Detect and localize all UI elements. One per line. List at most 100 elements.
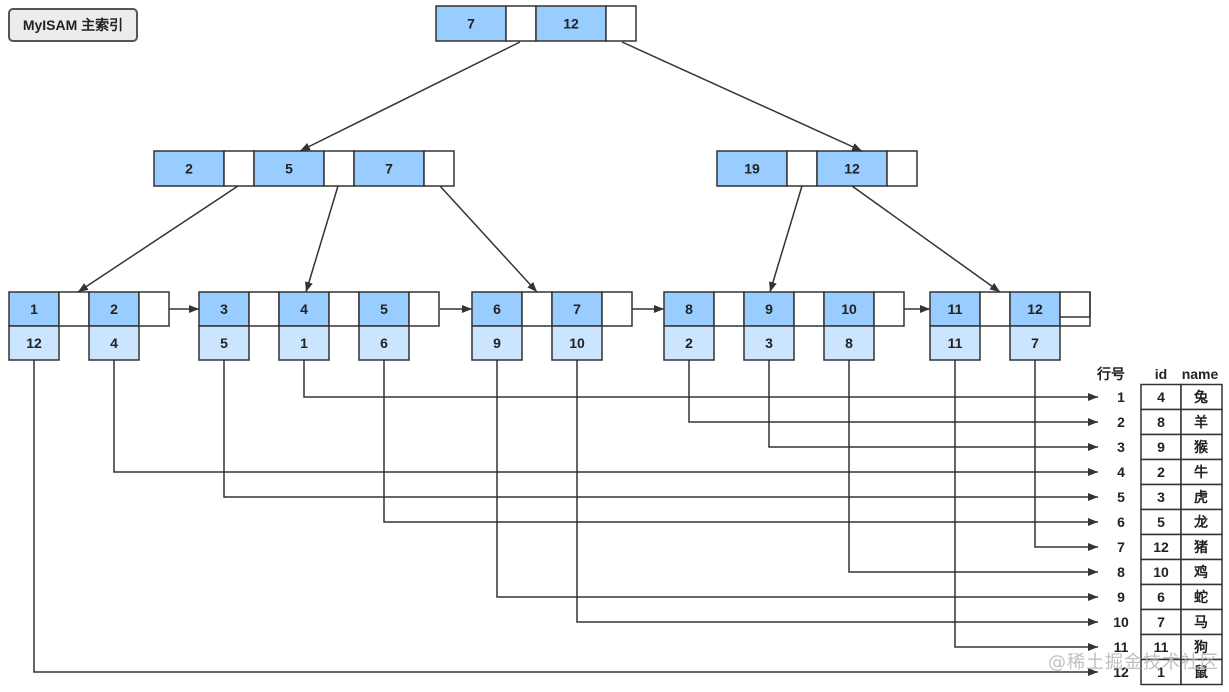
- leaf-row-cell: [198, 325, 250, 361]
- leaf-pointer-cell: [408, 291, 440, 327]
- internal-node-right-pointer-cell: [886, 150, 918, 187]
- leaf-pointer-cell: [979, 291, 1011, 327]
- row-number-label: 5: [1117, 489, 1125, 505]
- table-name-label: 狗: [1194, 639, 1208, 655]
- tree-arrow: [299, 41, 521, 152]
- leaf-row-label: 10: [569, 335, 585, 351]
- leaf-row-cell: [663, 325, 715, 361]
- leaf-pointer-cell: [793, 291, 825, 327]
- row-number-header: 行号: [1096, 366, 1125, 382]
- table-name-label: 马: [1194, 614, 1208, 630]
- internal-node-right-key-label: 19: [744, 161, 760, 177]
- root-node-key-label: 7: [467, 16, 475, 32]
- tree-arrow: [769, 185, 803, 293]
- leaf-row-label: 3: [765, 335, 773, 351]
- leaf-pointer-cell: [328, 291, 360, 327]
- table-name-label: 羊: [1194, 414, 1208, 430]
- leaf-key-label: 7: [573, 301, 581, 317]
- table-name-cell: [1180, 433, 1223, 461]
- leaf-key-label: 1: [30, 301, 38, 317]
- table-id-label: 10: [1153, 564, 1169, 580]
- table-id-label: 6: [1157, 589, 1165, 605]
- table-id-label: 3: [1157, 489, 1165, 505]
- root-node-pointer-cell: [505, 5, 537, 42]
- table-name-cell: [1180, 383, 1223, 411]
- table-name-label: 兔: [1193, 389, 1208, 405]
- row-number-label: 2: [1117, 414, 1125, 430]
- table-id-label: 5: [1157, 514, 1165, 530]
- row-number-label: 7: [1117, 539, 1125, 555]
- name-column-header: name: [1182, 366, 1219, 382]
- leaf-key-cell: [743, 291, 795, 327]
- leaf-key-cell: [198, 291, 250, 327]
- table-name-label: 鸡: [1193, 564, 1208, 580]
- leaf-pointer-cell: [601, 291, 633, 327]
- row-number-label: 11: [1114, 639, 1129, 655]
- internal-node-right-key-cell: [816, 150, 888, 187]
- row-number-label: 3: [1117, 439, 1125, 455]
- leaf-row-cell: [551, 325, 603, 361]
- table-id-cell: [1140, 508, 1182, 536]
- table-name-cell: [1180, 658, 1223, 686]
- leaf-key-label: 2: [110, 301, 118, 317]
- internal-node-left-pointer-cell: [423, 150, 455, 187]
- table-name-cell: [1180, 533, 1223, 561]
- table-name-label: 龙: [1193, 514, 1208, 530]
- leaf-key-label: 8: [685, 301, 693, 317]
- row-number-label: 12: [1113, 664, 1129, 680]
- leaf-key-label: 3: [220, 301, 228, 317]
- leaf-pointer-cell: [873, 291, 905, 327]
- leaf-pointer-cell: [521, 291, 553, 327]
- leaf-end-pointer: [1060, 292, 1091, 318]
- table-id-label: 8: [1157, 414, 1165, 430]
- row-pointer-arrow: [33, 360, 1098, 676]
- tree-arrow: [77, 185, 239, 293]
- leaf-row-label: 4: [110, 335, 118, 351]
- table-id-label: 7: [1157, 614, 1165, 630]
- table-id-cell: [1140, 633, 1182, 661]
- leaf-pointer-cell: [1059, 291, 1091, 327]
- row-pointer-arrow: [954, 360, 1098, 651]
- table-name-cell: [1180, 608, 1223, 636]
- row-pointer-arrow: [223, 360, 1098, 501]
- internal-node-left-pointer-cell: [223, 150, 255, 187]
- table-id-label: 2: [1157, 464, 1165, 480]
- leaf-key-label: 6: [493, 301, 501, 317]
- table-name-label: 虎: [1194, 489, 1208, 505]
- leaf-row-cell: [358, 325, 410, 361]
- internal-node-left-key-label: 2: [185, 161, 193, 177]
- leaf-key-label: 11: [948, 301, 963, 317]
- leaf-key-cell: [278, 291, 330, 327]
- row-number-label: 6: [1117, 514, 1125, 530]
- row-number-label: 10: [1113, 614, 1129, 630]
- row-number-label: 4: [1117, 464, 1125, 480]
- tree-arrow: [305, 185, 339, 293]
- leaf-row-label: 7: [1031, 335, 1039, 351]
- leaf-key-cell: [929, 291, 981, 327]
- leaf-row-label: 12: [26, 335, 42, 351]
- table-name-cell: [1180, 408, 1223, 436]
- watermark: @稀土掘金技术社区: [1048, 652, 1219, 673]
- leaf-key-label: 4: [300, 301, 308, 317]
- id-column-header: id: [1155, 366, 1167, 382]
- leaf-key-label: 5: [380, 301, 388, 317]
- row-pointer-arrow: [768, 360, 1098, 451]
- internal-node-left-pointer-cell: [323, 150, 355, 187]
- leaf-row-label: 11: [948, 335, 963, 351]
- row-pointer-arrow: [113, 360, 1098, 476]
- row-number-label: 1: [1117, 389, 1125, 405]
- row-pointer-arrow: [848, 360, 1098, 576]
- internal-node-right-key-cell: [716, 150, 788, 187]
- leaf-key-cell: [88, 291, 140, 327]
- leaf-pointer-cell: [248, 291, 280, 327]
- internal-node-right-pointer-cell: [786, 150, 818, 187]
- table-id-cell: [1140, 433, 1182, 461]
- leaf-pointer-cell: [138, 291, 170, 327]
- row-pointer-arrow: [496, 360, 1098, 601]
- internal-node-left-key-cell: [353, 150, 425, 187]
- leaf-key-cell: [8, 291, 60, 327]
- leaf-row-cell: [1009, 325, 1061, 361]
- tree-arrow: [851, 185, 1001, 293]
- row-pointer-arrow: [1034, 360, 1098, 551]
- leaf-pointer-cell: [58, 291, 90, 327]
